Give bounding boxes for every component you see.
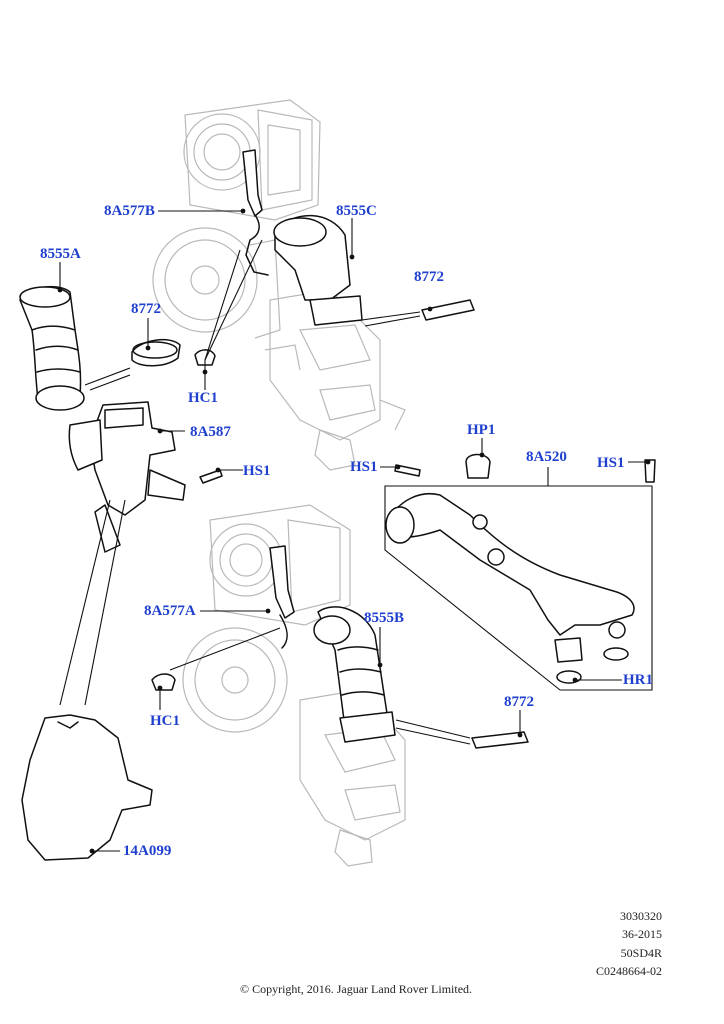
- callout-14A099[interactable]: 14A099: [123, 843, 172, 859]
- reference-line-4: C0248664-02: [596, 964, 662, 978]
- reference-line-3: 50SD4R: [620, 946, 662, 960]
- copyright-notice: © Copyright, 2016. Jaguar Land Rover Lim…: [239, 982, 473, 996]
- callout-HS1-left[interactable]: HS1: [243, 463, 271, 479]
- leader-dots: [57, 208, 651, 854]
- callout-HS1-right[interactable]: HS1: [597, 455, 625, 471]
- part-artwork: [19, 149, 656, 861]
- callout-8555A[interactable]: 8555A: [40, 246, 81, 262]
- callout-HC1-lower[interactable]: HC1: [150, 713, 180, 729]
- callout-HS1-middle[interactable]: HS1: [350, 459, 378, 475]
- callout-8555C[interactable]: 8555C: [336, 203, 377, 219]
- engine-ghost-upper: [152, 99, 406, 471]
- callout-8A587[interactable]: 8A587: [190, 424, 231, 440]
- callout-HR1[interactable]: HR1: [623, 672, 653, 688]
- reference-line-2: 36-2015: [622, 927, 662, 941]
- reference-line-1: 3030320: [620, 909, 662, 923]
- callout-HC1-upper[interactable]: HC1: [188, 390, 218, 406]
- callout-HP1[interactable]: HP1: [467, 422, 496, 438]
- callout-8A577A[interactable]: 8A577A: [144, 603, 196, 619]
- leader-lines: [59, 210, 653, 852]
- callout-8555B[interactable]: 8555B: [364, 610, 405, 626]
- callout-8772-lower[interactable]: 8772: [504, 694, 534, 710]
- callout-8A577B[interactable]: 8A577B: [104, 203, 155, 219]
- callout-8A520[interactable]: 8A520: [526, 449, 567, 465]
- callout-8772-upper-left[interactable]: 8772: [131, 301, 161, 317]
- callout-8772-upper-right[interactable]: 8772: [414, 269, 444, 285]
